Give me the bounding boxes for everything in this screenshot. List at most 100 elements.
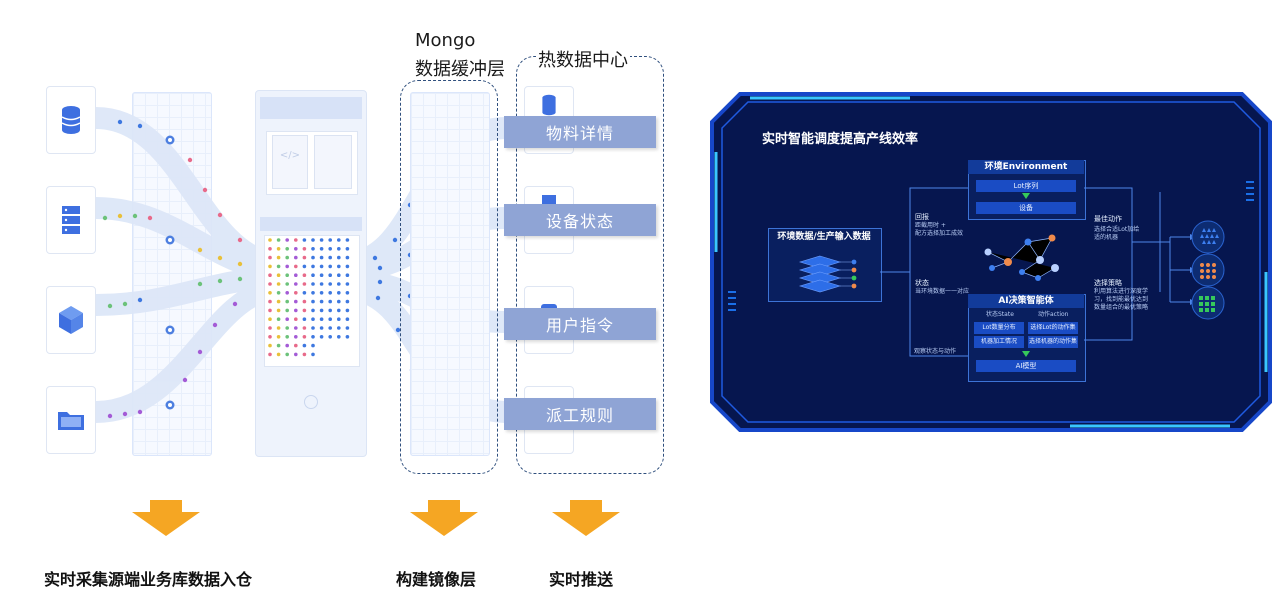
matrix-dot xyxy=(345,299,350,304)
matrix-dot xyxy=(319,335,324,339)
mongo-label-line2: 数据缓冲层 xyxy=(415,59,505,80)
matrix-dot xyxy=(294,317,298,321)
ai-col-state: 状态State xyxy=(986,311,1014,318)
matrix-dot xyxy=(345,255,350,260)
scheduling-panel: 实时智能调度提高产线效率 环境Environment Lot序列 设备 环境数据… xyxy=(710,92,1272,432)
annot-strategy-desc3: 数量组合的最优策略 xyxy=(1094,304,1149,311)
matrix-dot xyxy=(319,291,324,295)
matrix-dot xyxy=(294,335,298,339)
matrix-dot xyxy=(268,335,272,339)
ai-cell-machine-actions: 选择机器的动作集 xyxy=(1028,336,1078,348)
annot-best-action: 最佳动作 xyxy=(1094,215,1122,223)
matrix-dot xyxy=(302,291,307,295)
power-button-icon xyxy=(304,395,318,409)
annot-state: 状态 xyxy=(915,279,929,287)
input-data-title: 环境数据/生产输入数据 xyxy=(777,232,871,242)
server-dot-matrix xyxy=(268,238,350,357)
matrix-dot xyxy=(285,264,289,269)
matrix-dot xyxy=(294,299,298,304)
matrix-dot xyxy=(319,308,324,313)
matrix-dot xyxy=(328,264,332,269)
matrix-dot xyxy=(268,343,272,348)
matrix-dot xyxy=(311,273,315,277)
matrix-dot xyxy=(285,255,289,260)
annot-strategy: 选择策略 xyxy=(1094,279,1122,287)
matrix-dot xyxy=(268,238,272,242)
source-cube-box xyxy=(46,286,96,354)
matrix-dot xyxy=(302,317,307,321)
matrix-dot xyxy=(302,255,307,260)
push-item-user-command: 用户指令 xyxy=(504,308,656,340)
matrix-dot xyxy=(276,282,281,286)
matrix-dot xyxy=(276,255,281,260)
matrix-dot xyxy=(268,273,272,277)
matrix-dot xyxy=(328,291,332,295)
matrix-dot xyxy=(337,273,341,277)
matrix-dot xyxy=(276,352,281,357)
caption-mirror: 构建镜像层 xyxy=(396,570,477,589)
matrix-dot xyxy=(302,282,307,286)
matrix-dot xyxy=(345,326,350,330)
database-icon xyxy=(61,106,81,134)
matrix-dot xyxy=(285,308,289,313)
matrix-dot xyxy=(328,299,332,304)
matrix-dot xyxy=(276,335,281,339)
matrix-dot xyxy=(268,264,272,269)
hot-data-label: 热数据中心 xyxy=(536,46,630,72)
chart-window-icon xyxy=(314,135,352,189)
ai-cell-lot-distribution: Lot数量分布 xyxy=(974,322,1024,334)
matrix-dot xyxy=(345,291,350,295)
matrix-dot xyxy=(337,282,341,286)
server-icon xyxy=(542,195,556,205)
matrix-dot xyxy=(276,291,281,295)
mongo-label-line1: Mongo xyxy=(415,30,476,51)
matrix-dot xyxy=(294,273,298,277)
annot-best-action-desc1: 选择合适Lot加给 xyxy=(1094,226,1140,233)
matrix-dot xyxy=(345,282,350,286)
matrix-dot xyxy=(268,282,272,286)
matrix-dot xyxy=(311,317,315,321)
matrix-dot xyxy=(285,326,289,330)
matrix-dot xyxy=(268,299,272,304)
matrix-dot xyxy=(328,247,332,251)
ingest-arrow-icon xyxy=(132,500,200,536)
matrix-dot xyxy=(285,335,289,339)
matrix-dot xyxy=(302,343,307,348)
folder-icon xyxy=(58,412,84,430)
cube-icon xyxy=(59,306,83,334)
server-icon xyxy=(62,206,80,234)
matrix-dot xyxy=(294,282,298,286)
annot-feedback-desc1: 距截用时 + xyxy=(915,222,946,229)
ai-col-action: 动作action xyxy=(1038,311,1069,318)
matrix-dot xyxy=(285,291,289,295)
annot-strategy-desc1: 利用算法进行深度学 xyxy=(1094,288,1149,295)
matrix-dot xyxy=(328,273,332,277)
annot-observe: 观察状态与动作 xyxy=(914,348,957,355)
matrix-dot xyxy=(311,255,315,260)
matrix-dot xyxy=(294,326,298,330)
matrix-dot xyxy=(268,291,272,295)
matrix-dot xyxy=(294,308,298,313)
matrix-dot xyxy=(268,326,272,330)
matrix-dot xyxy=(345,317,350,321)
matrix-dot xyxy=(337,335,341,339)
matrix-dot xyxy=(302,273,307,277)
matrix-dot xyxy=(337,264,341,269)
matrix-dot xyxy=(311,238,315,242)
matrix-dot xyxy=(311,308,315,313)
matrix-dot xyxy=(328,238,332,242)
matrix-dot xyxy=(302,308,307,313)
source-folder-box xyxy=(46,386,96,454)
env-lot-sequence: Lot序列 xyxy=(976,180,1076,192)
matrix-dot xyxy=(302,335,307,339)
ai-down-arrow-icon xyxy=(1022,351,1030,357)
matrix-dot xyxy=(294,264,298,269)
matrix-dot xyxy=(345,273,350,277)
matrix-dot xyxy=(302,299,307,304)
matrix-dot xyxy=(319,299,324,304)
matrix-dot xyxy=(302,352,307,357)
matrix-dot xyxy=(285,317,289,321)
matrix-dot xyxy=(276,264,281,269)
matrix-dot xyxy=(311,343,315,348)
matrix-dot xyxy=(311,352,315,357)
